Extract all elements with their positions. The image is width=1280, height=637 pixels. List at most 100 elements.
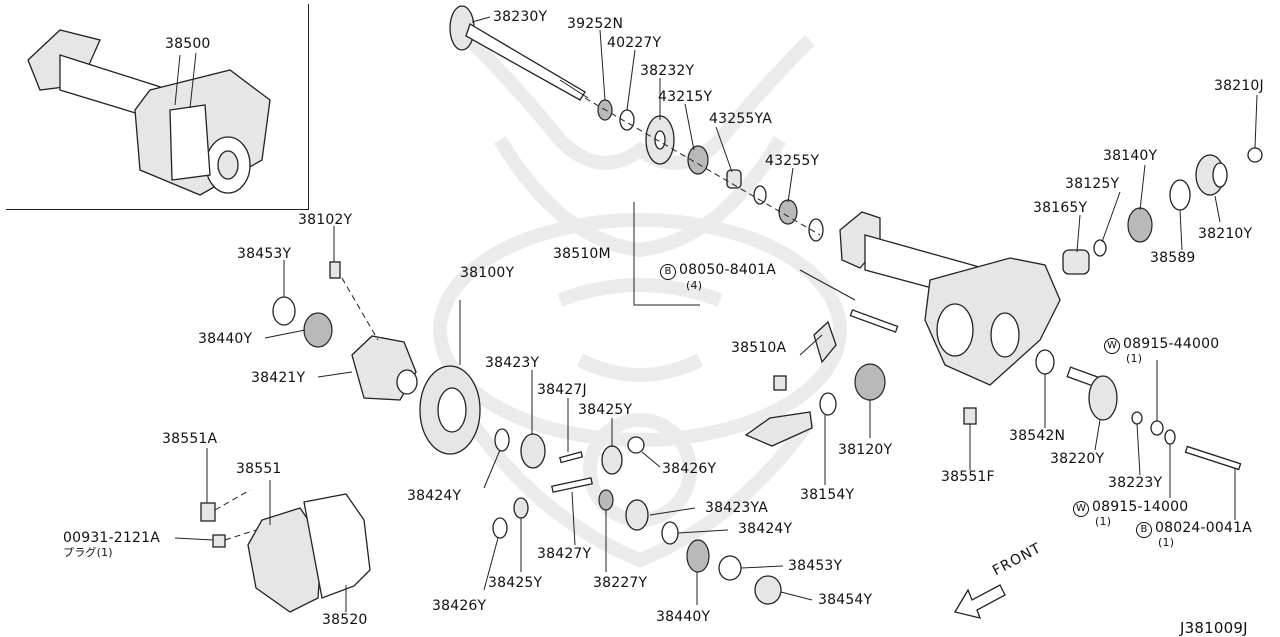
- circle-b-icon: B: [660, 264, 676, 280]
- pin-38427J: [559, 451, 584, 464]
- assembly-inset-frame: [6, 4, 309, 210]
- label-38154Y[interactable]: 38154Y: [800, 487, 855, 503]
- label-38223Y[interactable]: 38223Y: [1108, 475, 1163, 491]
- label-38424Y-right[interactable]: 38424Y: [738, 521, 793, 537]
- label-38423YA[interactable]: 38423YA: [705, 500, 768, 516]
- label-38220Y[interactable]: 38220Y: [1050, 451, 1105, 467]
- label-08915-14000[interactable]: 08915-14000: [1092, 499, 1189, 515]
- axle-housing-38510M: [839, 211, 1061, 386]
- label-38232Y[interactable]: 38232Y: [640, 63, 695, 79]
- pinion-38425Y-bottom: [513, 497, 529, 519]
- ring-gear-38100Y: [419, 365, 481, 455]
- label-40227Y[interactable]: 40227Y: [607, 35, 662, 51]
- nut-38210J: [1247, 147, 1263, 163]
- label-38421Y[interactable]: 38421Y: [251, 370, 306, 386]
- label-08050-qty: (4): [686, 279, 703, 292]
- washer-symbol-w-1: W: [1104, 336, 1120, 354]
- label-38125Y[interactable]: 38125Y: [1065, 176, 1120, 192]
- diff-cover-38520: [247, 493, 371, 613]
- label-38551[interactable]: 38551: [236, 461, 282, 477]
- label-38140Y[interactable]: 38140Y: [1103, 148, 1158, 164]
- collar-43255YA: [726, 169, 742, 189]
- pinion-38425Y-top: [601, 445, 623, 475]
- label-38120Y[interactable]: 38120Y: [838, 442, 893, 458]
- label-38589[interactable]: 38589: [1150, 250, 1196, 266]
- seal-38454Y: [754, 575, 782, 605]
- axle-assembly-38500-illustration: [27, 29, 271, 196]
- label-38424Y-left[interactable]: 38424Y: [407, 488, 462, 504]
- seal-38542N: [1035, 349, 1055, 375]
- spacer-38154Y: [819, 392, 837, 416]
- label-08024-0041A[interactable]: 08024-0041A: [1155, 520, 1252, 536]
- label-43255YA[interactable]: 43255YA: [709, 111, 772, 127]
- side-gear-38423YA: [625, 499, 649, 531]
- label-08050-8401A[interactable]: 08050-8401A: [679, 262, 776, 278]
- label-38100Y[interactable]: 38100Y: [460, 265, 515, 281]
- label-38427Y[interactable]: 38427Y: [537, 546, 592, 562]
- diagram-code: J381009J: [1180, 619, 1248, 637]
- label-38551A[interactable]: 38551A: [162, 431, 218, 447]
- bolt-38102Y: [329, 261, 341, 279]
- label-38423Y[interactable]: 38423Y: [485, 355, 540, 371]
- label-38425Y-top[interactable]: 38425Y: [578, 402, 633, 418]
- shim-38453Y-right: [718, 555, 742, 581]
- label-38210J[interactable]: 38210J: [1214, 78, 1264, 94]
- bolt-symbol-b-2: B: [1136, 520, 1152, 538]
- label-38551F[interactable]: 38551F: [941, 469, 995, 485]
- label-38427J[interactable]: 38427J: [537, 382, 587, 398]
- washer-08915-44000: [1150, 420, 1164, 436]
- label-39252N[interactable]: 39252N: [567, 16, 624, 32]
- label-38227Y[interactable]: 38227Y: [593, 575, 648, 591]
- washer-38589: [1169, 179, 1191, 211]
- circle-w-icon: W: [1104, 338, 1120, 354]
- label-38440Y-bottom[interactable]: 38440Y: [656, 609, 711, 625]
- label-00931-2121A[interactable]: 00931-2121A: [63, 530, 160, 546]
- label-38510A[interactable]: 38510A: [731, 340, 787, 356]
- shim-38453Y-left: [272, 296, 296, 326]
- label-38165Y[interactable]: 38165Y: [1033, 200, 1088, 216]
- front-arrow: [953, 584, 1006, 619]
- label-38210Y[interactable]: 38210Y: [1198, 226, 1253, 242]
- leader-lines: [174, 16, 1258, 612]
- label-08915-14000-qty: (1): [1095, 515, 1112, 528]
- companion-flange-38220Y: [1066, 366, 1118, 421]
- bolt-symbol-b-1: B: [660, 262, 676, 280]
- label-38230Y[interactable]: 38230Y: [493, 9, 548, 25]
- label-38453Y-left[interactable]: 38453Y: [237, 246, 292, 262]
- bearing-38440Y-left: [303, 312, 333, 348]
- washer-38424Y-right: [661, 521, 679, 545]
- washer-symbol-w-2: W: [1073, 499, 1089, 517]
- label-38500[interactable]: 38500: [165, 36, 211, 52]
- carrier-38421Y: [351, 335, 418, 401]
- flange-38210Y: [1195, 154, 1228, 196]
- label-38426Y-right[interactable]: 38426Y: [662, 461, 717, 477]
- label-38102Y[interactable]: 38102Y: [298, 212, 353, 228]
- label-38542N[interactable]: 38542N: [1009, 428, 1066, 444]
- bolt-38551A: [200, 502, 216, 522]
- label-00931-plug: プラグ(1): [63, 546, 113, 559]
- label-43215Y[interactable]: 43215Y: [658, 89, 713, 105]
- watermark-emblem: [433, 35, 847, 568]
- washer-38424Y-left: [494, 428, 510, 452]
- label-38440Y-left[interactable]: 38440Y: [198, 331, 253, 347]
- label-38520[interactable]: 38520: [322, 612, 368, 628]
- label-38454Y[interactable]: 38454Y: [818, 592, 873, 608]
- breather-38551F: [963, 407, 977, 425]
- drive-pinion-38100Y: [744, 411, 813, 447]
- seal-38125Y: [1093, 239, 1107, 257]
- label-38426Y-bottom[interactable]: 38426Y: [432, 598, 487, 614]
- label-08915-44000[interactable]: 08915-44000: [1123, 336, 1220, 352]
- bolt-38510A: [773, 375, 787, 391]
- label-38425Y-bottom[interactable]: 38425Y: [488, 575, 543, 591]
- shaft-38427Y: [551, 477, 593, 493]
- bearing-38140Y: [1127, 207, 1153, 243]
- label-43255Y[interactable]: 43255Y: [765, 153, 820, 169]
- label-38510M[interactable]: 38510M: [553, 246, 611, 262]
- label-38453Y-right[interactable]: 38453Y: [788, 558, 843, 574]
- nut-08915-14000: [1164, 429, 1176, 445]
- washer-38426Y-bottom: [492, 517, 508, 539]
- washer-38223Y: [1131, 411, 1143, 425]
- circle-b-icon: B: [1136, 522, 1152, 538]
